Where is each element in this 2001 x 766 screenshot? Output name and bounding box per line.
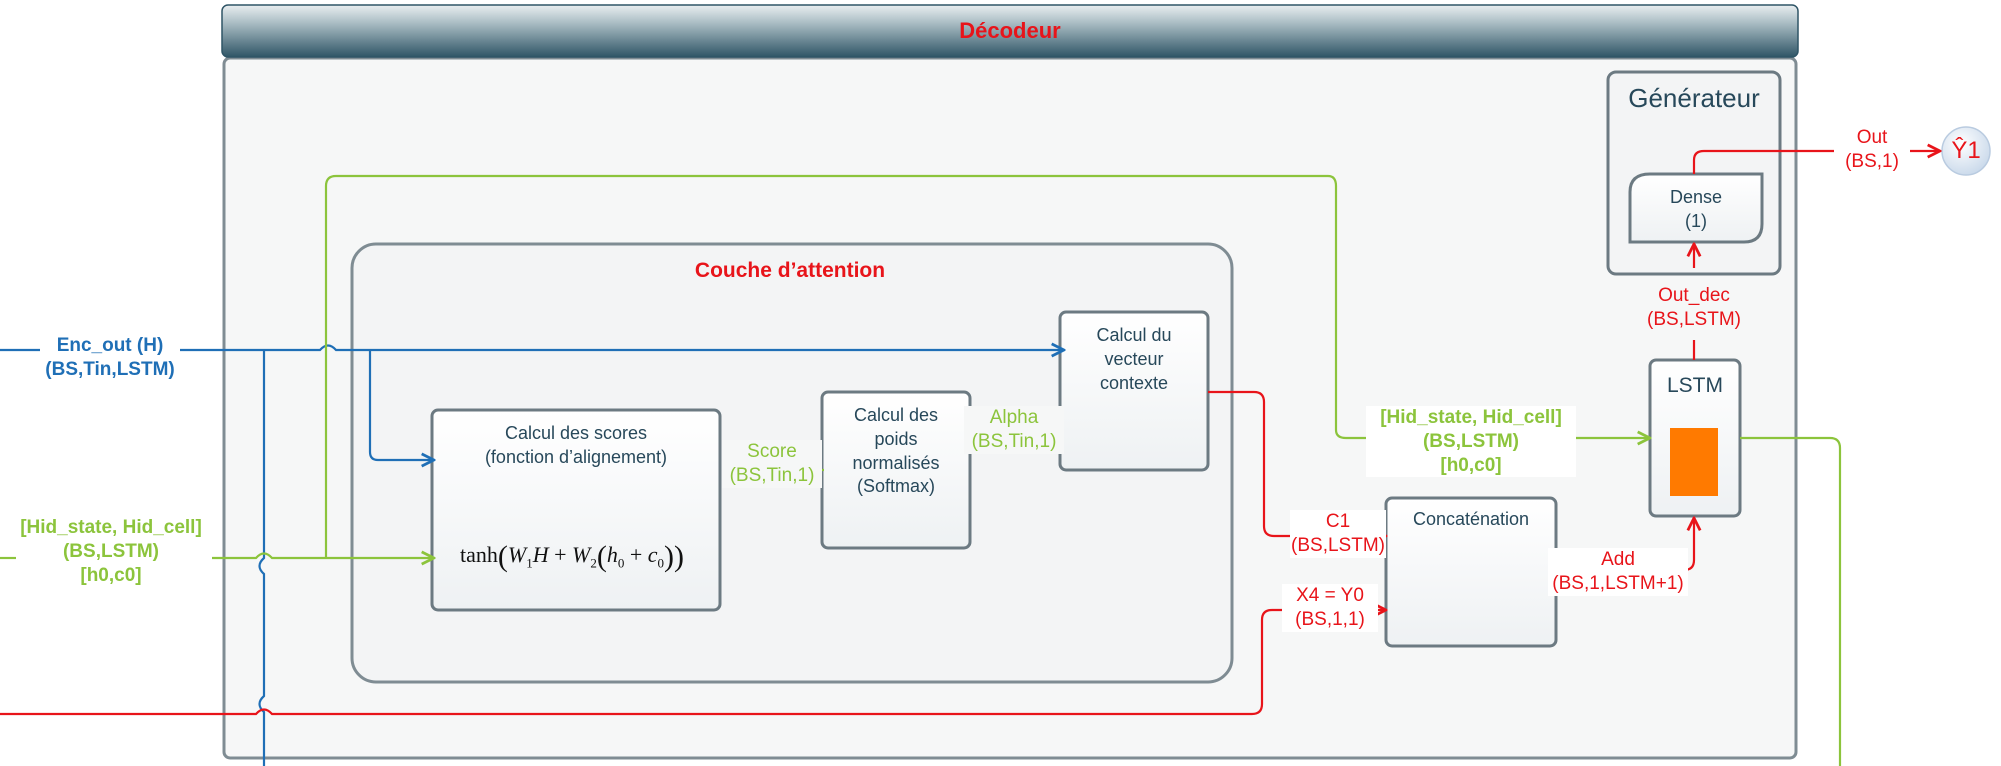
c1-edge-shape: (BS,LSTM)	[1291, 534, 1385, 556]
formula-c0-sub: 0	[657, 555, 665, 571]
softmax-box-label: Calcul des poids normalisés (Softmax)	[822, 404, 970, 499]
enc-out-shape: (BS,Tin,LSTM)	[45, 358, 175, 380]
out-dec-edge-name: Out_dec	[1658, 285, 1730, 306]
attention-layer-title: Couche d’attention	[694, 259, 886, 282]
x4-edge-name: X4 = Y0	[1296, 585, 1364, 606]
alpha-edge-name: Alpha	[989, 407, 1039, 428]
formula-w2: W	[572, 542, 591, 567]
out-dec-edge-label: Out_dec (BS,LSTM)	[1634, 284, 1754, 332]
red-connectors	[0, 151, 1940, 716]
add-edge-shape: (BS,1,LSTM+1)	[1552, 572, 1684, 594]
scores-box	[430, 408, 722, 612]
out-edge-shape: (BS,1)	[1845, 150, 1899, 172]
dense-box-line2: (1)	[1685, 210, 1707, 231]
dense-box	[1628, 172, 1764, 244]
context-box-label: Calcul du vecteur contexte	[1060, 324, 1208, 395]
softmax-box-line1: Calcul des	[853, 405, 939, 425]
generator-title: Générateur	[1628, 83, 1760, 113]
formula-h0-sub: 0	[617, 555, 625, 571]
hidden-state-input-shape: (BS,LSTM)	[62, 540, 160, 562]
hidden-to-lstm-init: [h0,c0]	[1440, 454, 1502, 476]
lstm-box-title: LSTM	[1666, 374, 1723, 397]
score-edge-label: Score (BS,Tin,1)	[722, 440, 822, 488]
alpha-edge-shape: (BS,Tin,1)	[971, 430, 1057, 452]
scores-box-line2: (fonction d’alignement)	[484, 446, 668, 467]
hidden-to-lstm-shape: (BS,LSTM)	[1422, 430, 1520, 452]
softmax-box-line3: normalisés	[852, 452, 940, 473]
formula-w1: W	[507, 542, 527, 567]
x4-edge-label: X4 = Y0 (BS,1,1)	[1282, 584, 1378, 632]
score-edge-name: Score	[747, 441, 797, 462]
scores-box-line1: Calcul des scores	[504, 423, 648, 443]
dense-box-line1: Dense	[1669, 187, 1723, 207]
softmax-box-line4: (Softmax)	[856, 476, 935, 497]
formula-w1-sub: 1	[526, 555, 533, 571]
formula-w2-sub: 2	[590, 555, 597, 571]
hidden-state-input-name: [Hid_state, Hid_cell]	[20, 517, 202, 538]
context-box-line3: contexte	[1099, 372, 1169, 393]
enc-out-name: Enc_out (H)	[56, 335, 164, 356]
scores-box-label: Calcul des scores (fonction d’alignement…	[432, 422, 720, 470]
decoder-title: Décodeur	[959, 18, 1061, 43]
context-box-line1: Calcul du	[1096, 325, 1172, 345]
add-edge-name: Add	[1601, 549, 1635, 570]
lstm-cell-fill	[1670, 428, 1718, 496]
out-dec-edge-shape: (BS,LSTM)	[1647, 308, 1741, 330]
formula-fn: tanh	[460, 542, 498, 567]
c1-edge-label: C1 (BS,LSTM)	[1290, 510, 1386, 558]
hidden-state-input-init: [h0,c0]	[80, 564, 142, 586]
out-edge-name: Out	[1856, 127, 1888, 148]
alpha-edge-label: Alpha (BS,Tin,1)	[964, 406, 1064, 454]
add-edge-label: Add (BS,1,LSTM+1)	[1548, 548, 1688, 596]
out-edge-label: Out (BS,1)	[1834, 126, 1910, 174]
enc-out-label: Enc_out (H) (BS,Tin,LSTM)	[30, 334, 190, 382]
output-node-label: Ŷ1	[1951, 137, 1981, 164]
dense-box-label: Dense (1)	[1630, 186, 1762, 234]
hidden-to-lstm-name: [Hid_state, Hid_cell]	[1380, 407, 1562, 428]
formula-c0: c	[647, 542, 658, 567]
hidden-state-input-label: [Hid_state, Hid_cell] (BS,LSTM) [h0,c0]	[0, 516, 222, 587]
hidden-to-lstm-label: [Hid_state, Hid_cell] (BS,LSTM) [h0,c0]	[1366, 406, 1576, 478]
context-box-line2: vecteur	[1104, 348, 1164, 369]
concat-box-title: Concaténation	[1412, 509, 1530, 529]
formula-h0: h	[606, 542, 618, 567]
output-node	[1941, 126, 1991, 176]
alignment-formula: tanh(W1H + W2(h0 + c0))	[460, 540, 685, 573]
softmax-box-line2: poids	[874, 428, 918, 449]
score-edge-shape: (BS,Tin,1)	[729, 464, 815, 486]
x4-edge-shape: (BS,1,1)	[1295, 608, 1365, 630]
c1-edge-name: C1	[1325, 511, 1351, 532]
enc-out-connectors	[0, 346, 1064, 766]
formula-h: H	[532, 542, 549, 567]
